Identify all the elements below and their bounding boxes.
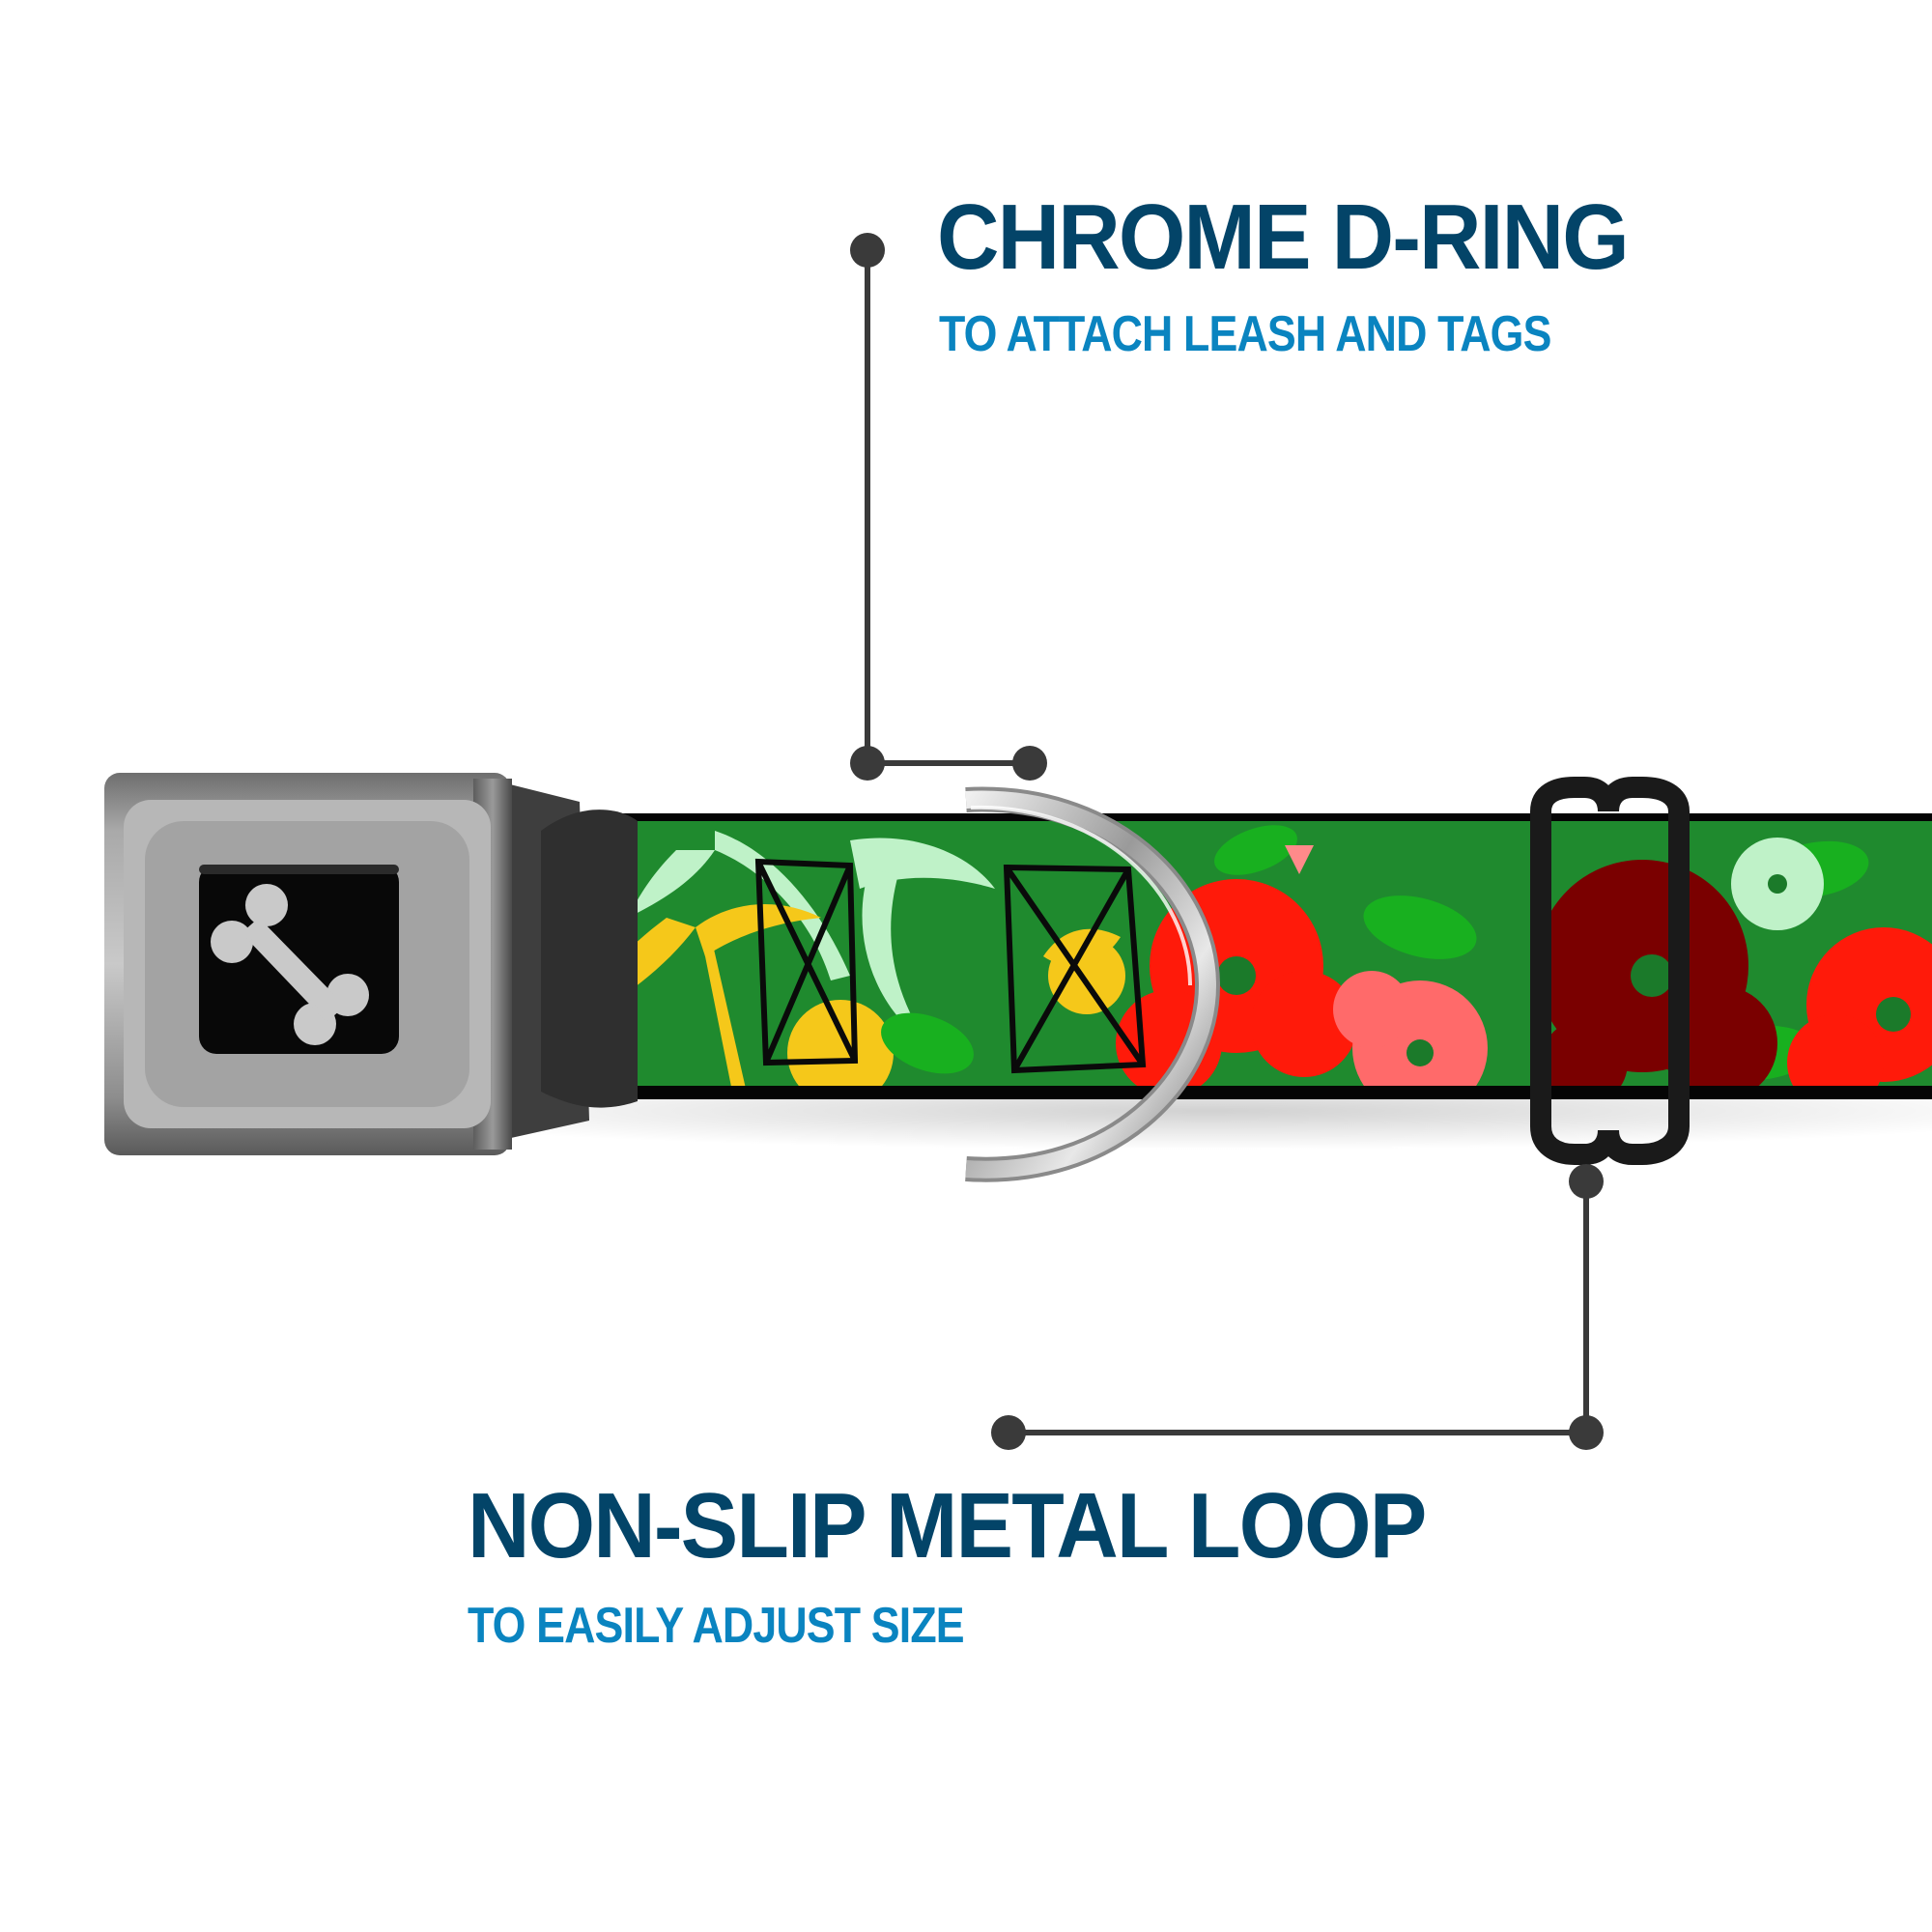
callout-line-loop-vertical [1583,1181,1589,1433]
callout-dot-loop-end [991,1415,1026,1450]
callout-line-d-ring-vertical [865,250,870,763]
seatbelt-buckle [104,773,512,1155]
callout-line-d-ring-horizontal [867,760,1030,766]
non-slip-metal-loop [1530,777,1690,1165]
callout-dot-d-ring-end [1012,746,1047,781]
metal-loop-title: NON-SLIP METAL LOOP [468,1474,1427,1577]
callout-line-loop-horizontal [1009,1430,1586,1435]
chrome-d-ring [965,786,1221,1182]
d-ring-subtitle: TO ATTACH LEASH AND TAGS [939,306,1551,362]
d-ring-title: CHROME D-RING [937,185,1630,289]
collar-webbing [580,813,1932,1099]
dog-bone-icon [211,884,369,1045]
metal-loop-subtitle: TO EASILY ADJUST SIZE [468,1598,965,1654]
